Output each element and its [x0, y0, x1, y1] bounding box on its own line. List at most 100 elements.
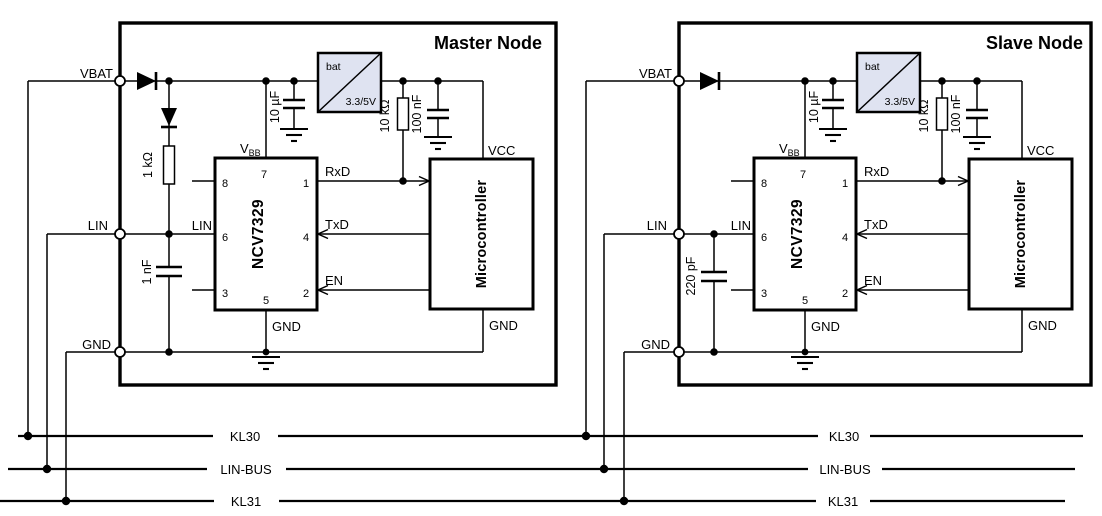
- pin-3: 3: [761, 288, 767, 300]
- pin-6: 6: [761, 232, 767, 244]
- master-node: Master Node VBAT LIN GND: [27, 21, 558, 501]
- slave-lin-capacitor: 220 pF: [684, 234, 727, 352]
- pin-8: 8: [222, 178, 228, 190]
- pin-1: 1: [303, 178, 309, 190]
- ground-icon: [791, 355, 819, 371]
- slave-lin-cap-value: 220 pF: [684, 256, 698, 295]
- slave-microcontroller: Microcontroller VCC GND: [967, 143, 1074, 352]
- slave-reverse-diode-icon: [700, 72, 719, 90]
- kl31-label: KL31: [231, 494, 261, 509]
- master-vbb-label: VBB: [240, 141, 261, 158]
- vbb-sub: BB: [788, 148, 800, 158]
- regulator-input-label: bat: [865, 61, 880, 73]
- master-lin-cap-value: 1 nF: [140, 259, 154, 284]
- master-transceiver-ground: GND: [252, 310, 301, 371]
- regulator-diagonal: [856, 52, 921, 113]
- regulator-diagonal: [317, 52, 382, 113]
- slave-vcc-cap-value: 100 nF: [949, 94, 963, 133]
- pin-1: 1: [842, 178, 848, 190]
- master-junction-dots: [165, 77, 442, 356]
- arrow-left-icon: [855, 228, 868, 240]
- bus-lines: KL30 KL30 LIN-BUS LIN-BUS KL31 KL31: [0, 429, 1083, 509]
- master-reverse-diode-icon: [137, 72, 156, 90]
- slave-node-title: Slave Node: [986, 33, 1083, 53]
- microcontroller-box: [967, 157, 1074, 311]
- transceiver-box: [213, 156, 319, 312]
- master-lin-label: LIN: [88, 218, 108, 233]
- lin-bus-label: LIN-BUS: [819, 462, 871, 477]
- slave-node: Slave Node VBAT LIN GND: [585, 21, 1093, 501]
- master-gnd-terminal: [114, 346, 126, 358]
- transceiver-gnd-label: GND: [272, 319, 301, 334]
- master-node-box: [118, 21, 558, 387]
- kl30-label: KL30: [829, 429, 859, 444]
- regulator-output-label: 3.3/5V: [346, 96, 376, 108]
- txd-label: TxD: [325, 217, 349, 232]
- pin-7: 7: [261, 169, 267, 181]
- slave-node-box: [677, 21, 1093, 387]
- kl30-bus: KL30 KL30: [18, 429, 1083, 444]
- ground-icon: [963, 135, 991, 151]
- slave-gnd-external-wire: [623, 351, 679, 501]
- master-lin-pin-label: LIN: [192, 218, 212, 233]
- slave-10k-resistor-icon: [935, 97, 949, 131]
- slave-vbat-label: VBAT: [639, 66, 672, 81]
- pin-6: 6: [222, 232, 228, 244]
- kl30-label: KL30: [230, 429, 260, 444]
- slave-vbat-external-wire: [585, 80, 679, 436]
- lin-bus: LIN-BUS LIN-BUS: [8, 462, 1075, 477]
- rxd-label: RxD: [325, 164, 350, 179]
- master-lin-external-wire: [46, 233, 120, 469]
- slave-lin-label: LIN: [647, 218, 667, 233]
- arrow-left-icon: [316, 284, 329, 296]
- en-label: EN: [864, 273, 882, 288]
- master-vbat-terminal: [114, 75, 126, 87]
- regulator-input-label: bat: [326, 61, 341, 73]
- slave-voltage-regulator: bat 3.3/5V: [855, 51, 922, 114]
- master-vbat-external-wire: [27, 80, 120, 436]
- mcu-gnd-label: GND: [1028, 318, 1057, 333]
- master-vcc-cap-value: 100 nF: [410, 94, 424, 133]
- master-txd-line: TxD: [316, 217, 430, 240]
- slave-vbb-capacitor: 10 µF: [807, 81, 847, 143]
- slave-gnd-label: GND: [641, 337, 670, 352]
- en-label: EN: [325, 273, 343, 288]
- slave-rxd-line: RxD: [856, 164, 970, 187]
- master-gnd-label: GND: [82, 337, 111, 352]
- ground-icon: [819, 127, 847, 143]
- master-vcc-capacitor: 100 nF: [410, 81, 452, 151]
- vbb-main: V: [240, 141, 249, 156]
- slave-vbat-terminal: [673, 75, 685, 87]
- kl31-bus: KL31 KL31: [0, 494, 1065, 509]
- slave-10k-value: 10 kΩ: [917, 100, 931, 133]
- pin-4: 4: [842, 232, 848, 244]
- pin-2: 2: [842, 288, 848, 300]
- master-10k-value: 10 kΩ: [378, 100, 392, 133]
- master-lin-pullup-chain: 1 kΩ: [141, 81, 177, 234]
- master-vbb-cap-value: 10 µF: [268, 91, 282, 124]
- slave-rxd-pullup: 10 kΩ: [917, 81, 949, 181]
- master-voltage-regulator: bat 3.3/5V: [316, 51, 383, 114]
- slave-lin-terminal: [673, 228, 685, 240]
- slave-vbat-rail: [679, 72, 1023, 159]
- slave-txd-line: TxD: [855, 217, 969, 240]
- master-node-title: Master Node: [434, 33, 542, 53]
- slave-transceiver-ground: GND: [791, 310, 840, 371]
- slave-lin-external-wire: [603, 233, 679, 469]
- slave-gnd-terminal: [673, 346, 685, 358]
- pin-2: 2: [303, 288, 309, 300]
- master-series-diode-icon: [161, 108, 177, 126]
- pin-5: 5: [802, 295, 808, 307]
- slave-vbb-cap-value: 10 µF: [807, 91, 821, 124]
- transceiver-part-number: NCV7329: [250, 199, 267, 269]
- microcontroller-label: Microcontroller: [474, 180, 490, 289]
- ground-icon: [252, 355, 280, 371]
- ground-icon: [424, 135, 452, 151]
- master-microcontroller: Microcontroller VCC GND: [428, 143, 535, 352]
- master-lin-capacitor: 1 nF: [140, 234, 182, 352]
- pin-8: 8: [761, 178, 767, 190]
- master-transceiver: NCV7329 8 7 1 6 4 3 2 5: [192, 156, 319, 312]
- master-10k-resistor-icon: [396, 97, 410, 131]
- master-en-line: EN: [316, 273, 430, 296]
- slave-vcc-capacitor: 100 nF: [949, 81, 991, 151]
